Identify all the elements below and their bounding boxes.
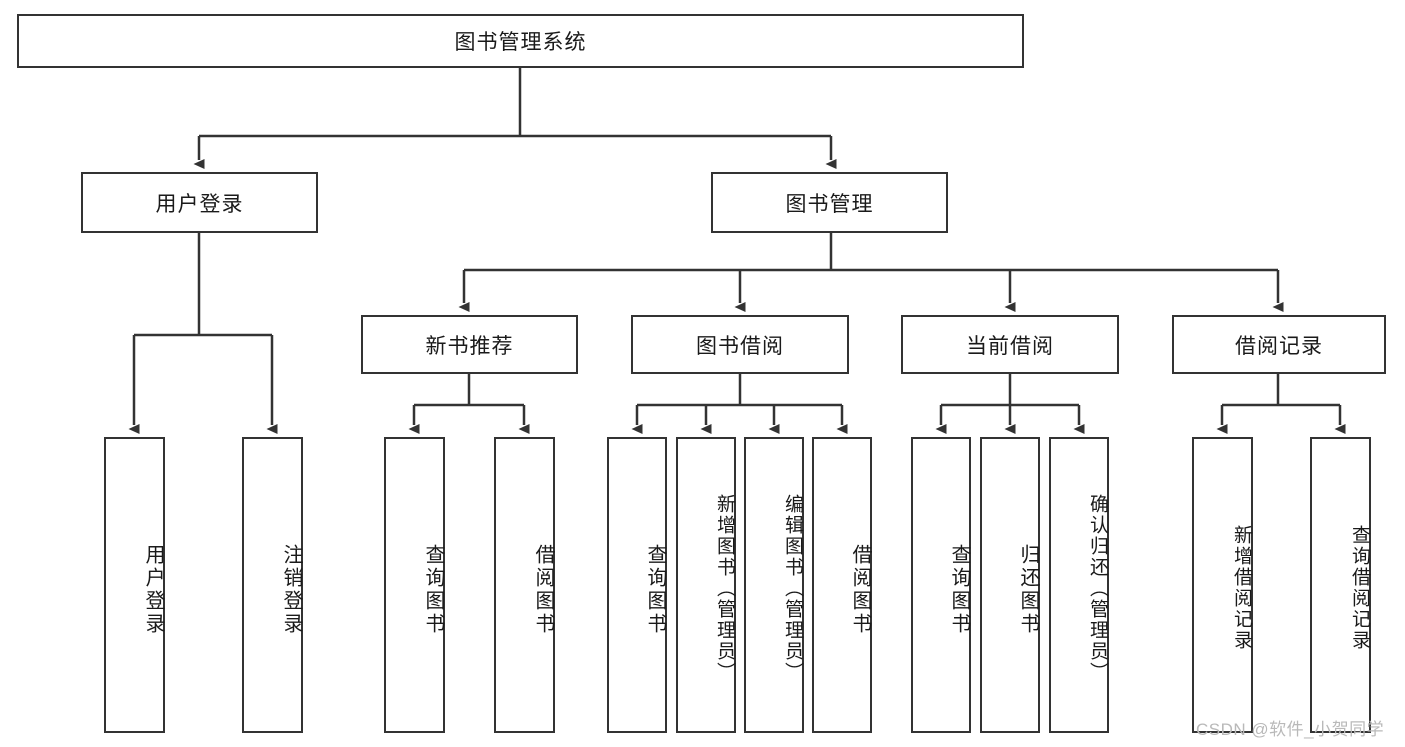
leaf-label: 用户登录: [142, 544, 164, 636]
node-book-borrow[interactable]: 图书借阅: [631, 315, 849, 374]
leaf-current-borrow-2[interactable]: 确认归还（管理员）: [1049, 437, 1109, 733]
node-user-login[interactable]: 用户登录: [81, 172, 318, 233]
leaf-user-login-1[interactable]: 注销登录: [242, 437, 303, 733]
leaf-label: 借阅图书: [849, 544, 871, 636]
leaf-book-borrow-1[interactable]: 新增图书（管理员）: [676, 437, 736, 733]
leaf-label: 查询借阅记录: [1349, 525, 1370, 651]
node-root-label: 图书管理系统: [454, 31, 587, 54]
leaf-label: 查询图书: [644, 544, 666, 636]
node-book-borrow-label: 图书借阅: [696, 334, 784, 358]
node-borrow-record-label: 借阅记录: [1235, 334, 1323, 358]
node-user-login-label: 用户登录: [155, 192, 244, 216]
node-new-book-recommend-label: 新书推荐: [425, 334, 514, 358]
node-current-borrow-label: 当前借阅: [966, 334, 1054, 358]
leaf-current-borrow-1[interactable]: 归还图书: [980, 437, 1040, 733]
leaf-label: 归还图书: [1017, 544, 1039, 636]
leaf-label: 查询图书: [948, 544, 970, 636]
leaf-current-borrow-0[interactable]: 查询图书: [911, 437, 971, 733]
leaf-label: 新增借阅记录: [1231, 525, 1252, 651]
leaf-new-book-1[interactable]: 借阅图书: [494, 437, 555, 733]
leaf-label: 编辑图书（管理员）: [782, 493, 803, 683]
leaf-borrow-record-1[interactable]: 查询借阅记录: [1310, 437, 1371, 733]
leaf-label: 新增图书（管理员）: [714, 493, 735, 683]
leaf-label: 确认归还（管理员）: [1087, 493, 1108, 683]
csdn-watermark: CSDN @软件_小贺同学: [1196, 720, 1385, 739]
leaf-book-borrow-2[interactable]: 编辑图书（管理员）: [744, 437, 804, 733]
leaf-label: 注销登录: [280, 544, 302, 636]
leaf-label: 借阅图书: [532, 544, 554, 636]
leaf-user-login-0[interactable]: 用户登录: [104, 437, 165, 733]
leaf-borrow-record-0[interactable]: 新增借阅记录: [1192, 437, 1253, 733]
node-root[interactable]: 图书管理系统: [17, 14, 1024, 68]
node-new-book-recommend[interactable]: 新书推荐: [361, 315, 578, 374]
node-book-management-label: 图书管理: [785, 192, 874, 216]
node-book-management[interactable]: 图书管理: [711, 172, 948, 233]
leaf-book-borrow-0[interactable]: 查询图书: [607, 437, 667, 733]
node-borrow-record[interactable]: 借阅记录: [1172, 315, 1386, 374]
leaf-book-borrow-3[interactable]: 借阅图书: [812, 437, 872, 733]
leaf-new-book-0[interactable]: 查询图书: [384, 437, 445, 733]
leaf-label: 查询图书: [422, 544, 444, 636]
node-current-borrow[interactable]: 当前借阅: [901, 315, 1119, 374]
